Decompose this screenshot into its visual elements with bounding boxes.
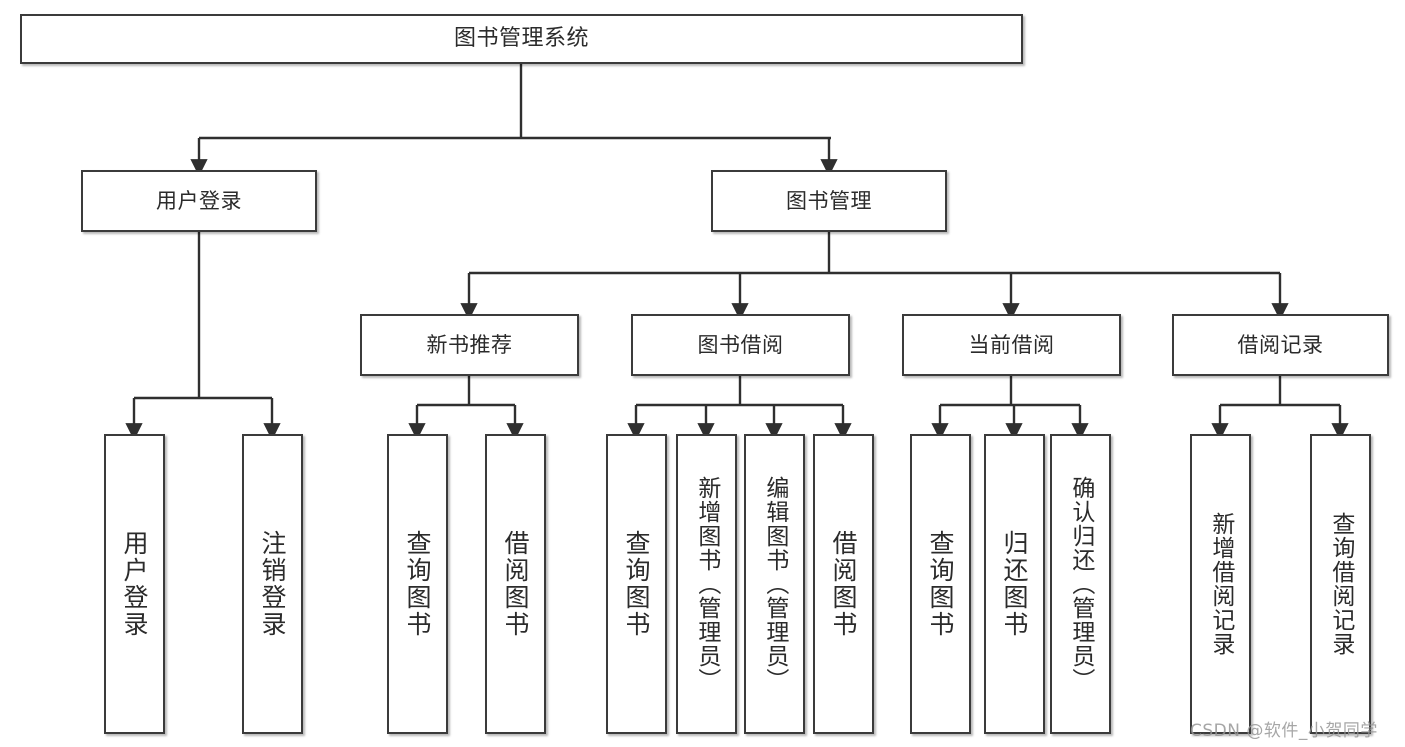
node-book-borrow[interactable]: 图书借阅	[631, 314, 850, 376]
leaf-query-book-recommend[interactable]: 查询图书	[387, 434, 448, 734]
leaf-logout-label: 注销登录	[258, 530, 287, 638]
leaf-edit-book-admin[interactable]: 编辑图书（管理员）	[744, 434, 805, 734]
node-root[interactable]: 图书管理系统	[20, 14, 1023, 64]
leaf-borrow-book-label: 借阅图书	[829, 530, 858, 638]
leaf-return-book-label: 归还图书	[1000, 530, 1029, 638]
node-current-borrow-label: 当前借阅	[968, 332, 1055, 357]
leaf-add-borrow-record[interactable]: 新增借阅记录	[1190, 434, 1251, 734]
node-borrow-record-label: 借阅记录	[1237, 332, 1324, 357]
node-book-management-label: 图书管理	[786, 188, 872, 213]
leaf-user-login-label: 用户登录	[120, 530, 149, 638]
leaf-borrow-book-recommend[interactable]: 借阅图书	[485, 434, 546, 734]
leaf-confirm-return-admin[interactable]: 确认归还（管理员）	[1050, 434, 1111, 734]
leaf-query-borrow-record-label: 查询借阅记录	[1327, 512, 1354, 656]
node-current-borrow[interactable]: 当前借阅	[902, 314, 1121, 376]
node-root-label: 图书管理系统	[453, 26, 589, 51]
leaf-confirm-return-admin-label: 确认归还（管理员）	[1067, 476, 1094, 692]
leaf-query-book-current[interactable]: 查询图书	[910, 434, 971, 734]
node-user-login-label: 用户登录	[156, 188, 242, 213]
leaf-user-login[interactable]: 用户登录	[104, 434, 165, 734]
node-book-borrow-label: 图书借阅	[697, 332, 784, 357]
leaf-borrow-book[interactable]: 借阅图书	[813, 434, 874, 734]
leaf-logout[interactable]: 注销登录	[242, 434, 303, 734]
node-borrow-record[interactable]: 借阅记录	[1172, 314, 1389, 376]
leaf-query-book-current-label: 查询图书	[926, 530, 955, 638]
leaf-edit-book-admin-label: 编辑图书（管理员）	[761, 476, 788, 692]
leaf-query-book-borrow[interactable]: 查询图书	[606, 434, 667, 734]
node-user-login[interactable]: 用户登录	[81, 170, 317, 232]
leaf-query-book-recommend-label: 查询图书	[403, 530, 432, 638]
leaf-query-borrow-record[interactable]: 查询借阅记录	[1310, 434, 1371, 734]
csdn-watermark: CSDN @软件_小贺同学	[1190, 721, 1378, 741]
node-book-management[interactable]: 图书管理	[711, 170, 947, 232]
leaf-borrow-book-recommend-label: 借阅图书	[501, 530, 530, 638]
leaf-query-book-borrow-label: 查询图书	[622, 530, 651, 638]
leaf-add-borrow-record-label: 新增借阅记录	[1207, 512, 1234, 656]
node-new-book-recommend[interactable]: 新书推荐	[360, 314, 579, 376]
leaf-return-book[interactable]: 归还图书	[984, 434, 1045, 734]
leaf-add-book-admin-label: 新增图书（管理员）	[693, 476, 720, 692]
node-new-book-recommend-label: 新书推荐	[426, 332, 513, 357]
leaf-add-book-admin[interactable]: 新增图书（管理员）	[676, 434, 737, 734]
